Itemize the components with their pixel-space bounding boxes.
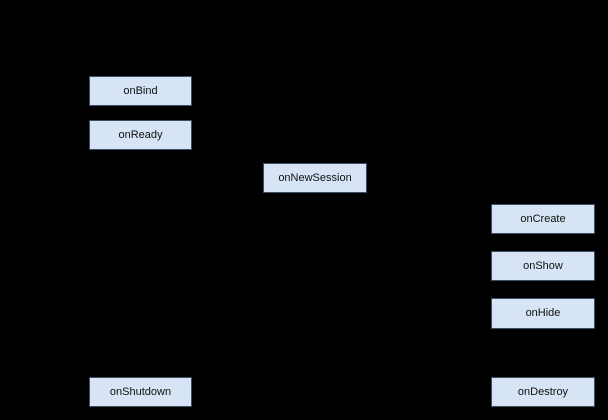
node-onready-label: onReady	[118, 128, 163, 141]
node-oncreate: onCreate	[491, 204, 595, 234]
node-ondestroy-label: onDestroy	[517, 385, 569, 398]
node-onshutdown: onShutdown	[89, 377, 192, 407]
node-onnewsession-label: onNewSession	[278, 171, 352, 184]
node-oncreate-label: onCreate	[520, 212, 566, 225]
node-onnewsession: onNewSession	[263, 163, 367, 193]
node-onhide: onHide	[491, 298, 595, 329]
node-onready: onReady	[89, 120, 192, 150]
node-onbind: onBind	[89, 76, 192, 106]
node-onshow-label: onShow	[523, 259, 563, 272]
node-onshutdown-label: onShutdown	[109, 385, 172, 398]
node-ondestroy: onDestroy	[491, 377, 595, 407]
node-onbind-label: onBind	[123, 84, 158, 97]
node-onhide-label: onHide	[525, 307, 561, 319]
node-onshow: onShow	[491, 251, 595, 281]
